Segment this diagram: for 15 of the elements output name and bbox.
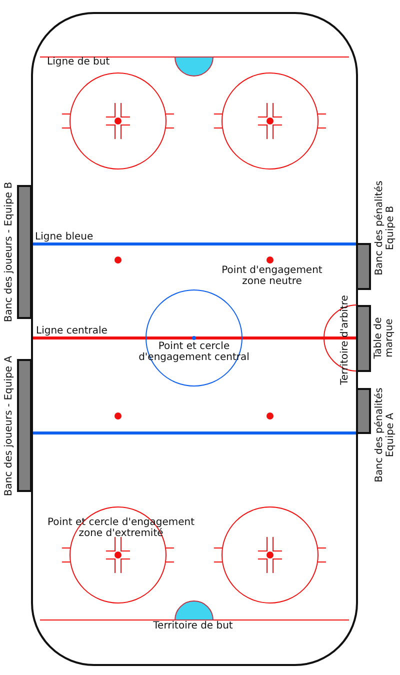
rink-label: Point d'engagement zone neutre	[220, 265, 324, 287]
bench-label: Table de marque	[373, 316, 395, 361]
bench-label: Banc des joueurs - Equipe B	[4, 182, 14, 322]
rink-label: Ligne centrale	[36, 326, 108, 336]
rink-label: Territoire d'arbitre	[340, 295, 350, 385]
bench-bar	[17, 185, 32, 319]
bench-label: Banc des joueurs - Equipe A	[4, 356, 14, 496]
bench-bar	[17, 359, 32, 492]
bench-label: Banc des pénalités Equipe B	[374, 180, 396, 278]
bench-bar	[356, 388, 371, 434]
bench-bar	[356, 305, 371, 372]
bench-bar	[356, 243, 371, 290]
rink-label: Ligne de but	[47, 56, 110, 68]
rink-label: Territoire de but	[153, 620, 233, 632]
bench-label: Banc des pénalités Equipe A	[374, 386, 396, 484]
